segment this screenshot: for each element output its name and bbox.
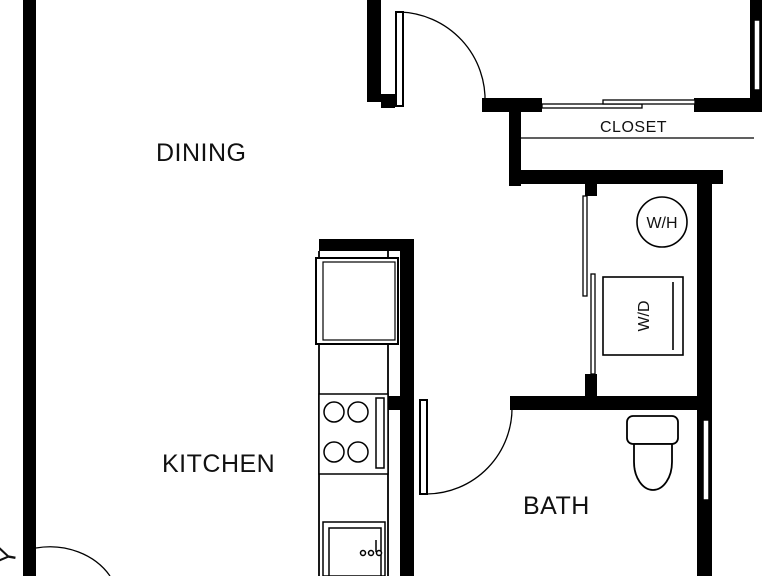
water-heater-symbol bbox=[636, 196, 688, 248]
window bbox=[753, 19, 761, 91]
walls bbox=[23, 0, 762, 576]
left-exterior-wall bbox=[23, 0, 36, 576]
water-heater-label: W/H bbox=[646, 215, 677, 232]
laundry-left-wall-top bbox=[585, 184, 597, 196]
door-stub-left bbox=[381, 94, 395, 108]
bath-top-wall bbox=[510, 396, 712, 410]
dining-label: DINING bbox=[156, 139, 247, 167]
closet-left-wall bbox=[509, 98, 521, 186]
kitchen-sink bbox=[322, 521, 386, 576]
kitchen-label: KITCHEN bbox=[162, 450, 275, 478]
laundry-right-wall bbox=[697, 170, 712, 410]
bath-door bbox=[419, 399, 513, 495]
partial-room-label: Y bbox=[0, 545, 23, 567]
kitchen-top-wall bbox=[319, 239, 413, 251]
upper-partition-wall bbox=[367, 0, 381, 102]
washer-dryer-label: W/D bbox=[636, 300, 653, 331]
washer-dryer-symbol bbox=[602, 276, 684, 356]
stove bbox=[318, 393, 389, 475]
closet-label: CLOSET bbox=[600, 119, 667, 136]
refrigerator bbox=[315, 257, 399, 345]
closet-bottom-wall bbox=[509, 170, 723, 184]
closet-sliding-doors bbox=[541, 99, 696, 109]
bath-window bbox=[702, 419, 710, 501]
bath-door-stub bbox=[386, 396, 414, 410]
laundry-sliding-doors bbox=[582, 195, 596, 375]
partial-circle bbox=[35, 546, 111, 576]
bath-label: BATH bbox=[523, 492, 590, 520]
closet-top-wall-right bbox=[694, 98, 754, 112]
upper-door bbox=[395, 11, 486, 107]
toilet bbox=[626, 415, 679, 491]
